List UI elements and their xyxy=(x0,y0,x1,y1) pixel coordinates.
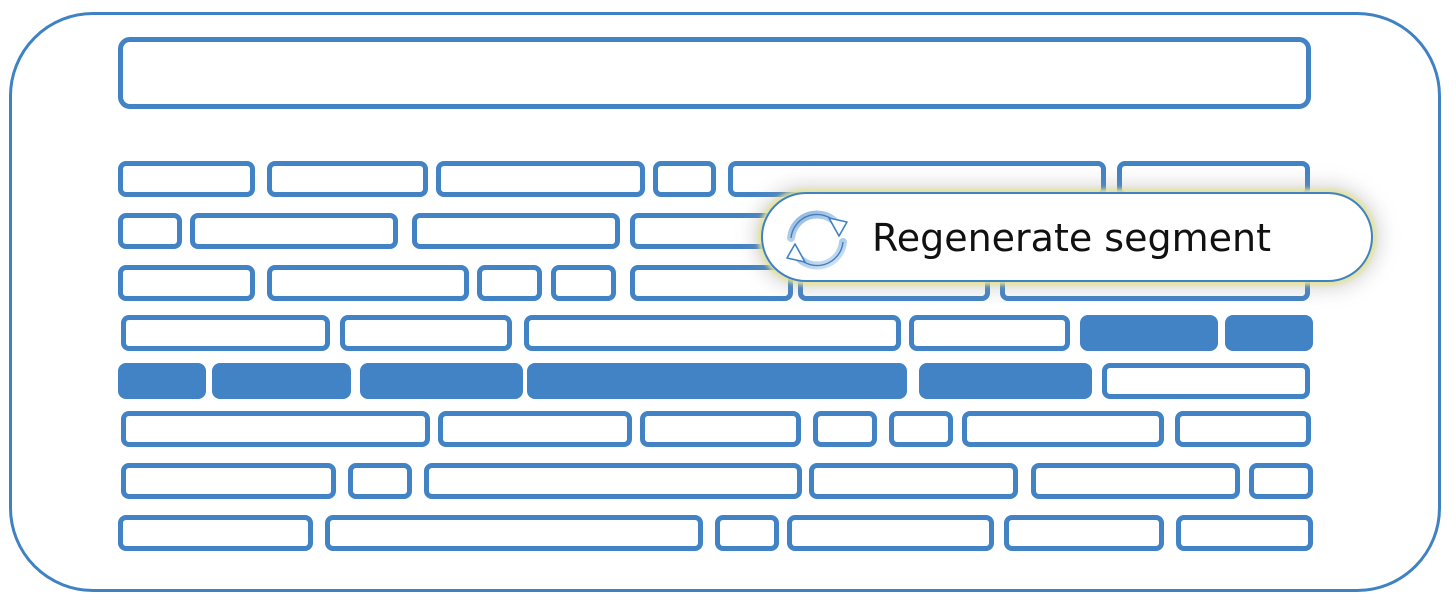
text-segment[interactable] xyxy=(653,161,716,197)
regenerate-segment-label: Regenerate segment xyxy=(872,216,1271,260)
selected-text-segment[interactable] xyxy=(919,363,1092,399)
text-segment[interactable] xyxy=(121,463,336,499)
text-segment[interactable] xyxy=(640,411,801,447)
text-segment[interactable] xyxy=(809,463,1018,499)
text-segment[interactable] xyxy=(1102,363,1310,399)
text-segment[interactable] xyxy=(412,213,620,249)
regenerate-segment-button[interactable]: Regenerate segment xyxy=(761,192,1373,282)
text-segment[interactable] xyxy=(477,265,542,301)
text-segment[interactable] xyxy=(121,315,330,351)
text-segment[interactable] xyxy=(267,265,469,301)
text-segment[interactable] xyxy=(424,463,802,499)
text-segment[interactable] xyxy=(1004,515,1164,551)
text-segment[interactable] xyxy=(118,515,313,551)
text-segment[interactable] xyxy=(340,315,512,351)
text-segment[interactable] xyxy=(889,411,953,447)
text-segment[interactable] xyxy=(436,161,645,197)
selected-text-segment[interactable] xyxy=(212,363,351,399)
selected-text-segment[interactable] xyxy=(1225,315,1313,351)
text-segment[interactable] xyxy=(348,463,412,499)
title-bar xyxy=(118,37,1311,109)
selected-text-segment[interactable] xyxy=(118,363,206,399)
text-segment[interactable] xyxy=(787,515,994,551)
text-segment[interactable] xyxy=(325,515,703,551)
text-segment[interactable] xyxy=(962,411,1164,447)
text-segment[interactable] xyxy=(1117,161,1310,197)
selected-text-segment[interactable] xyxy=(527,363,907,399)
text-segment[interactable] xyxy=(715,515,779,551)
text-segment[interactable] xyxy=(1031,463,1240,499)
selected-text-segment[interactable] xyxy=(360,363,523,399)
text-segment[interactable] xyxy=(118,161,255,197)
text-segment[interactable] xyxy=(118,213,182,249)
text-segment[interactable] xyxy=(1249,463,1313,499)
text-segment[interactable] xyxy=(438,411,632,447)
text-segment[interactable] xyxy=(1175,411,1311,447)
refresh-icon xyxy=(779,202,855,278)
text-segment[interactable] xyxy=(524,315,901,351)
text-segment[interactable] xyxy=(630,265,793,301)
selected-text-segment[interactable] xyxy=(1080,315,1218,351)
text-segment[interactable] xyxy=(267,161,428,197)
text-segment[interactable] xyxy=(551,265,616,301)
text-segment[interactable] xyxy=(118,265,255,301)
text-segment[interactable] xyxy=(813,411,877,447)
text-segment[interactable] xyxy=(190,213,398,249)
text-segment[interactable] xyxy=(121,411,430,447)
text-segment[interactable] xyxy=(1176,515,1313,551)
text-segment[interactable] xyxy=(909,315,1070,351)
